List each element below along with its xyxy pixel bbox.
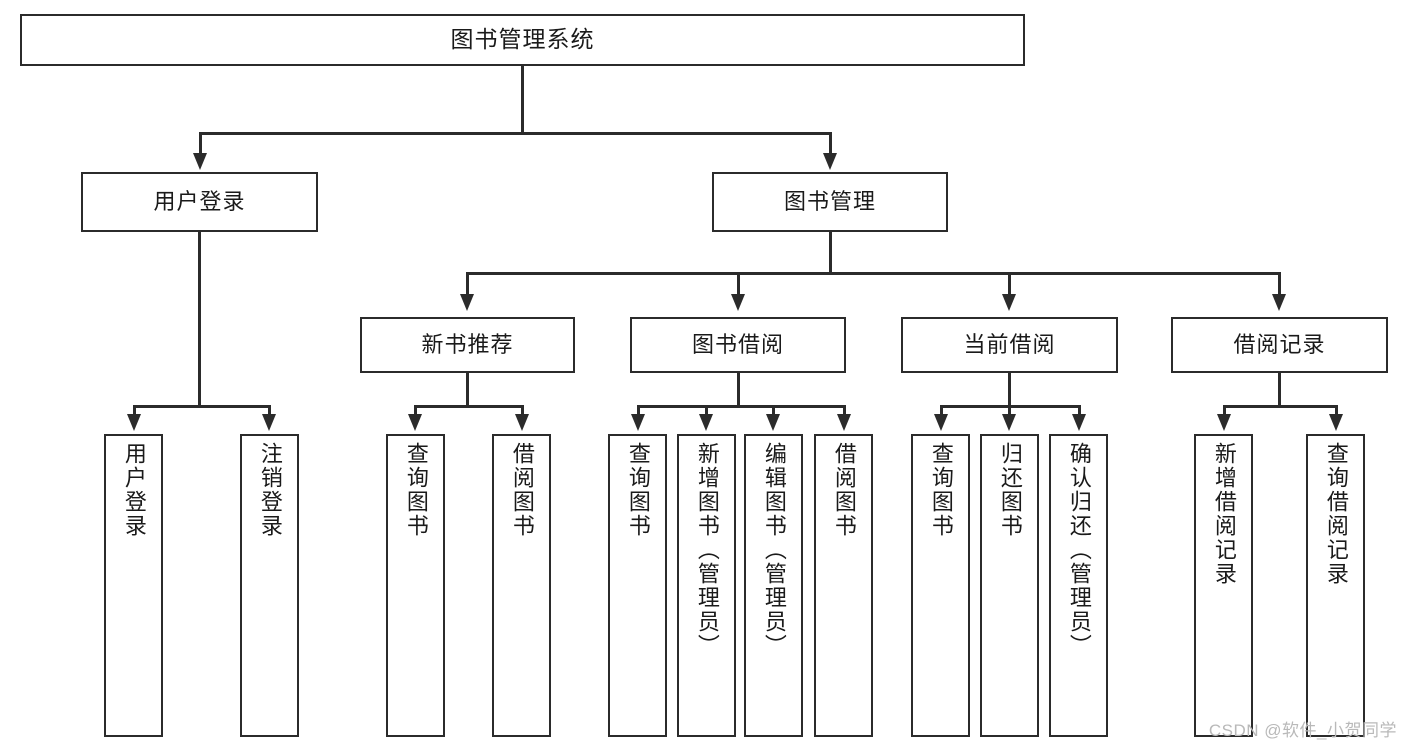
- node-label: 用户登录: [121, 442, 147, 538]
- connector-new-book-recommend-bus: [414, 405, 523, 408]
- connector-drop-leaf-query-record: [1335, 405, 1338, 417]
- connector-drop-leaf-borrow-book-2: [843, 405, 846, 417]
- arrow-to-leaf-query-record: [1329, 414, 1343, 431]
- connector-root-stem: [521, 66, 524, 132]
- node-label: 用户登录: [153, 188, 246, 214]
- connector-book-borrow-bus: [637, 405, 845, 408]
- node-leaf-query-book-1[interactable]: 查询图书: [386, 434, 445, 737]
- connector-drop-leaf-query-book-2: [637, 405, 640, 417]
- node-leaf-query-book-2[interactable]: 查询图书: [608, 434, 667, 737]
- node-label: 新书推荐: [421, 331, 514, 357]
- arrow-to-user-login: [193, 153, 207, 170]
- connector-drop-book-borrow: [737, 272, 740, 297]
- connector-drop-leaf-user-login: [133, 405, 136, 417]
- connector-drop-leaf-add-record: [1223, 405, 1226, 417]
- connector-drop-leaf-return-book: [1008, 405, 1011, 417]
- node-label: 图书借阅: [691, 331, 784, 357]
- node-label: 借阅图书: [509, 442, 535, 538]
- arrow-to-leaf-user-logout: [262, 414, 276, 431]
- connector-drop-current-borrow: [1008, 272, 1011, 297]
- node-label: 查询借阅记录: [1323, 442, 1349, 586]
- connector-drop-leaf-edit-book: [772, 405, 775, 417]
- connector-level2-drop-book-manage: [829, 132, 832, 157]
- node-leaf-add-record[interactable]: 新增借阅记录: [1194, 434, 1253, 737]
- connector-drop-new-book-recommend: [466, 272, 469, 297]
- arrow-to-leaf-query-book-2: [631, 414, 645, 431]
- arrow-to-leaf-edit-book: [766, 414, 780, 431]
- arrow-to-leaf-borrow-book-1: [515, 414, 529, 431]
- node-leaf-user-login[interactable]: 用户登录: [104, 434, 163, 737]
- connector-new-book-recommend-stem: [466, 373, 469, 405]
- connector-drop-leaf-borrow-book-1: [521, 405, 524, 417]
- node-leaf-query-record[interactable]: 查询借阅记录: [1306, 434, 1365, 737]
- connector-drop-leaf-confirm-return: [1078, 405, 1081, 417]
- node-leaf-query-book-3[interactable]: 查询图书: [911, 434, 970, 737]
- connector-book-manage-stem: [829, 232, 832, 272]
- node-leaf-add-book[interactable]: 新增图书（管理员）: [677, 434, 736, 737]
- connector-borrow-record-bus: [1223, 405, 1337, 408]
- node-label: 查询图书: [928, 442, 954, 538]
- arrow-to-leaf-borrow-book-2: [837, 414, 851, 431]
- connector-level2-drop-user-login: [199, 132, 202, 157]
- node-leaf-return-book[interactable]: 归还图书: [980, 434, 1039, 737]
- node-current-borrow[interactable]: 当前借阅: [901, 317, 1118, 373]
- node-leaf-borrow-book-1[interactable]: 借阅图书: [492, 434, 551, 737]
- node-label: 图书管理系统: [450, 26, 595, 53]
- arrow-to-borrow-record: [1272, 294, 1286, 311]
- node-label: 新增借阅记录: [1211, 442, 1237, 586]
- node-label: 归还图书: [997, 442, 1023, 538]
- node-book-borrow[interactable]: 图书借阅: [630, 317, 846, 373]
- connector-drop-leaf-query-book-3: [940, 405, 943, 417]
- connector-drop-leaf-add-book: [705, 405, 708, 417]
- arrow-to-leaf-add-book: [699, 414, 713, 431]
- arrow-to-current-borrow: [1002, 294, 1016, 311]
- node-book-management[interactable]: 图书管理: [712, 172, 948, 232]
- connector-drop-leaf-query-book-1: [414, 405, 417, 417]
- connector-level2-bus: [199, 132, 831, 135]
- arrow-to-leaf-return-book: [1002, 414, 1016, 431]
- arrow-to-leaf-add-record: [1217, 414, 1231, 431]
- connector-borrow-record-stem: [1278, 373, 1281, 405]
- connector-drop-borrow-record: [1278, 272, 1281, 297]
- connector-user-login-bus: [133, 405, 270, 408]
- node-leaf-user-logout[interactable]: 注销登录: [240, 434, 299, 737]
- node-new-book-recommend[interactable]: 新书推荐: [360, 317, 575, 373]
- connector-level3-bus: [466, 272, 1280, 275]
- arrow-to-leaf-query-book-3: [934, 414, 948, 431]
- node-borrow-record[interactable]: 借阅记录: [1171, 317, 1388, 373]
- connector-user-login-stem: [198, 232, 201, 405]
- arrow-to-new-book-recommend: [460, 294, 474, 311]
- node-leaf-edit-book[interactable]: 编辑图书（管理员）: [744, 434, 803, 737]
- node-label: 借阅记录: [1233, 331, 1326, 357]
- node-label: 图书管理: [783, 188, 876, 214]
- node-label: 注销登录: [257, 442, 283, 538]
- node-leaf-confirm-return[interactable]: 确认归还（管理员）: [1049, 434, 1108, 737]
- node-label: 查询图书: [403, 442, 429, 538]
- node-label: 当前借阅: [963, 331, 1056, 357]
- node-label: 确认归还（管理员）: [1066, 442, 1092, 658]
- node-label: 借阅图书: [831, 442, 857, 538]
- node-leaf-borrow-book-2[interactable]: 借阅图书: [814, 434, 873, 737]
- connector-current-borrow-stem: [1008, 373, 1011, 405]
- csdn-watermark: CSDN @软件_小贺同学: [1208, 721, 1397, 740]
- arrow-to-book-borrow: [731, 294, 745, 311]
- connector-book-borrow-stem: [737, 373, 740, 405]
- arrow-to-leaf-user-login: [127, 414, 141, 431]
- node-root-book-management-system[interactable]: 图书管理系统: [20, 14, 1025, 66]
- node-label: 新增图书（管理员）: [694, 442, 720, 658]
- node-label: 查询图书: [625, 442, 651, 538]
- node-user-login[interactable]: 用户登录: [81, 172, 318, 232]
- arrow-to-leaf-confirm-return: [1072, 414, 1086, 431]
- arrow-to-book-manage: [823, 153, 837, 170]
- arrow-to-leaf-query-book-1: [408, 414, 422, 431]
- node-label: 编辑图书（管理员）: [761, 442, 787, 658]
- connector-drop-leaf-user-logout: [268, 405, 271, 417]
